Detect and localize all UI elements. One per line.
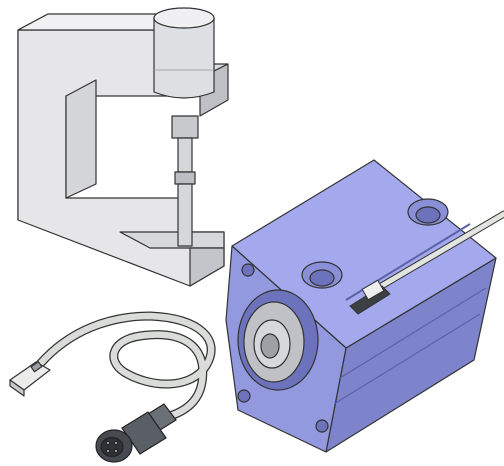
mounting-hole-right — [407, 198, 449, 226]
bolt-top-left — [241, 263, 255, 277]
press-frame-opening — [65, 79, 97, 199]
mounting-hole-left — [301, 261, 343, 289]
cable-proximity-sensor-icon — [9, 311, 216, 463]
press-base-front — [189, 247, 225, 287]
press-upper-rod — [177, 137, 193, 173]
actuator-top — [153, 7, 215, 29]
cylinder-rod-end — [237, 289, 319, 391]
slot-sensor-head — [361, 279, 385, 301]
compact-pneumatic-cylinder-icon — [225, 159, 497, 453]
press-lower-collar — [174, 171, 196, 185]
actuator-body — [153, 17, 215, 99]
press-upper-sleeve — [171, 115, 199, 139]
bolt-bottom-left — [237, 389, 251, 403]
m12-connector — [95, 403, 177, 463]
bolt-bottom-right — [315, 419, 329, 433]
sensor-cable — [35, 311, 216, 425]
press-lower-rod — [177, 183, 193, 247]
sensor-indicator — [30, 361, 43, 373]
press-actuator-cylinder-icon — [153, 7, 215, 99]
slot-sensor-icon — [349, 210, 504, 315]
